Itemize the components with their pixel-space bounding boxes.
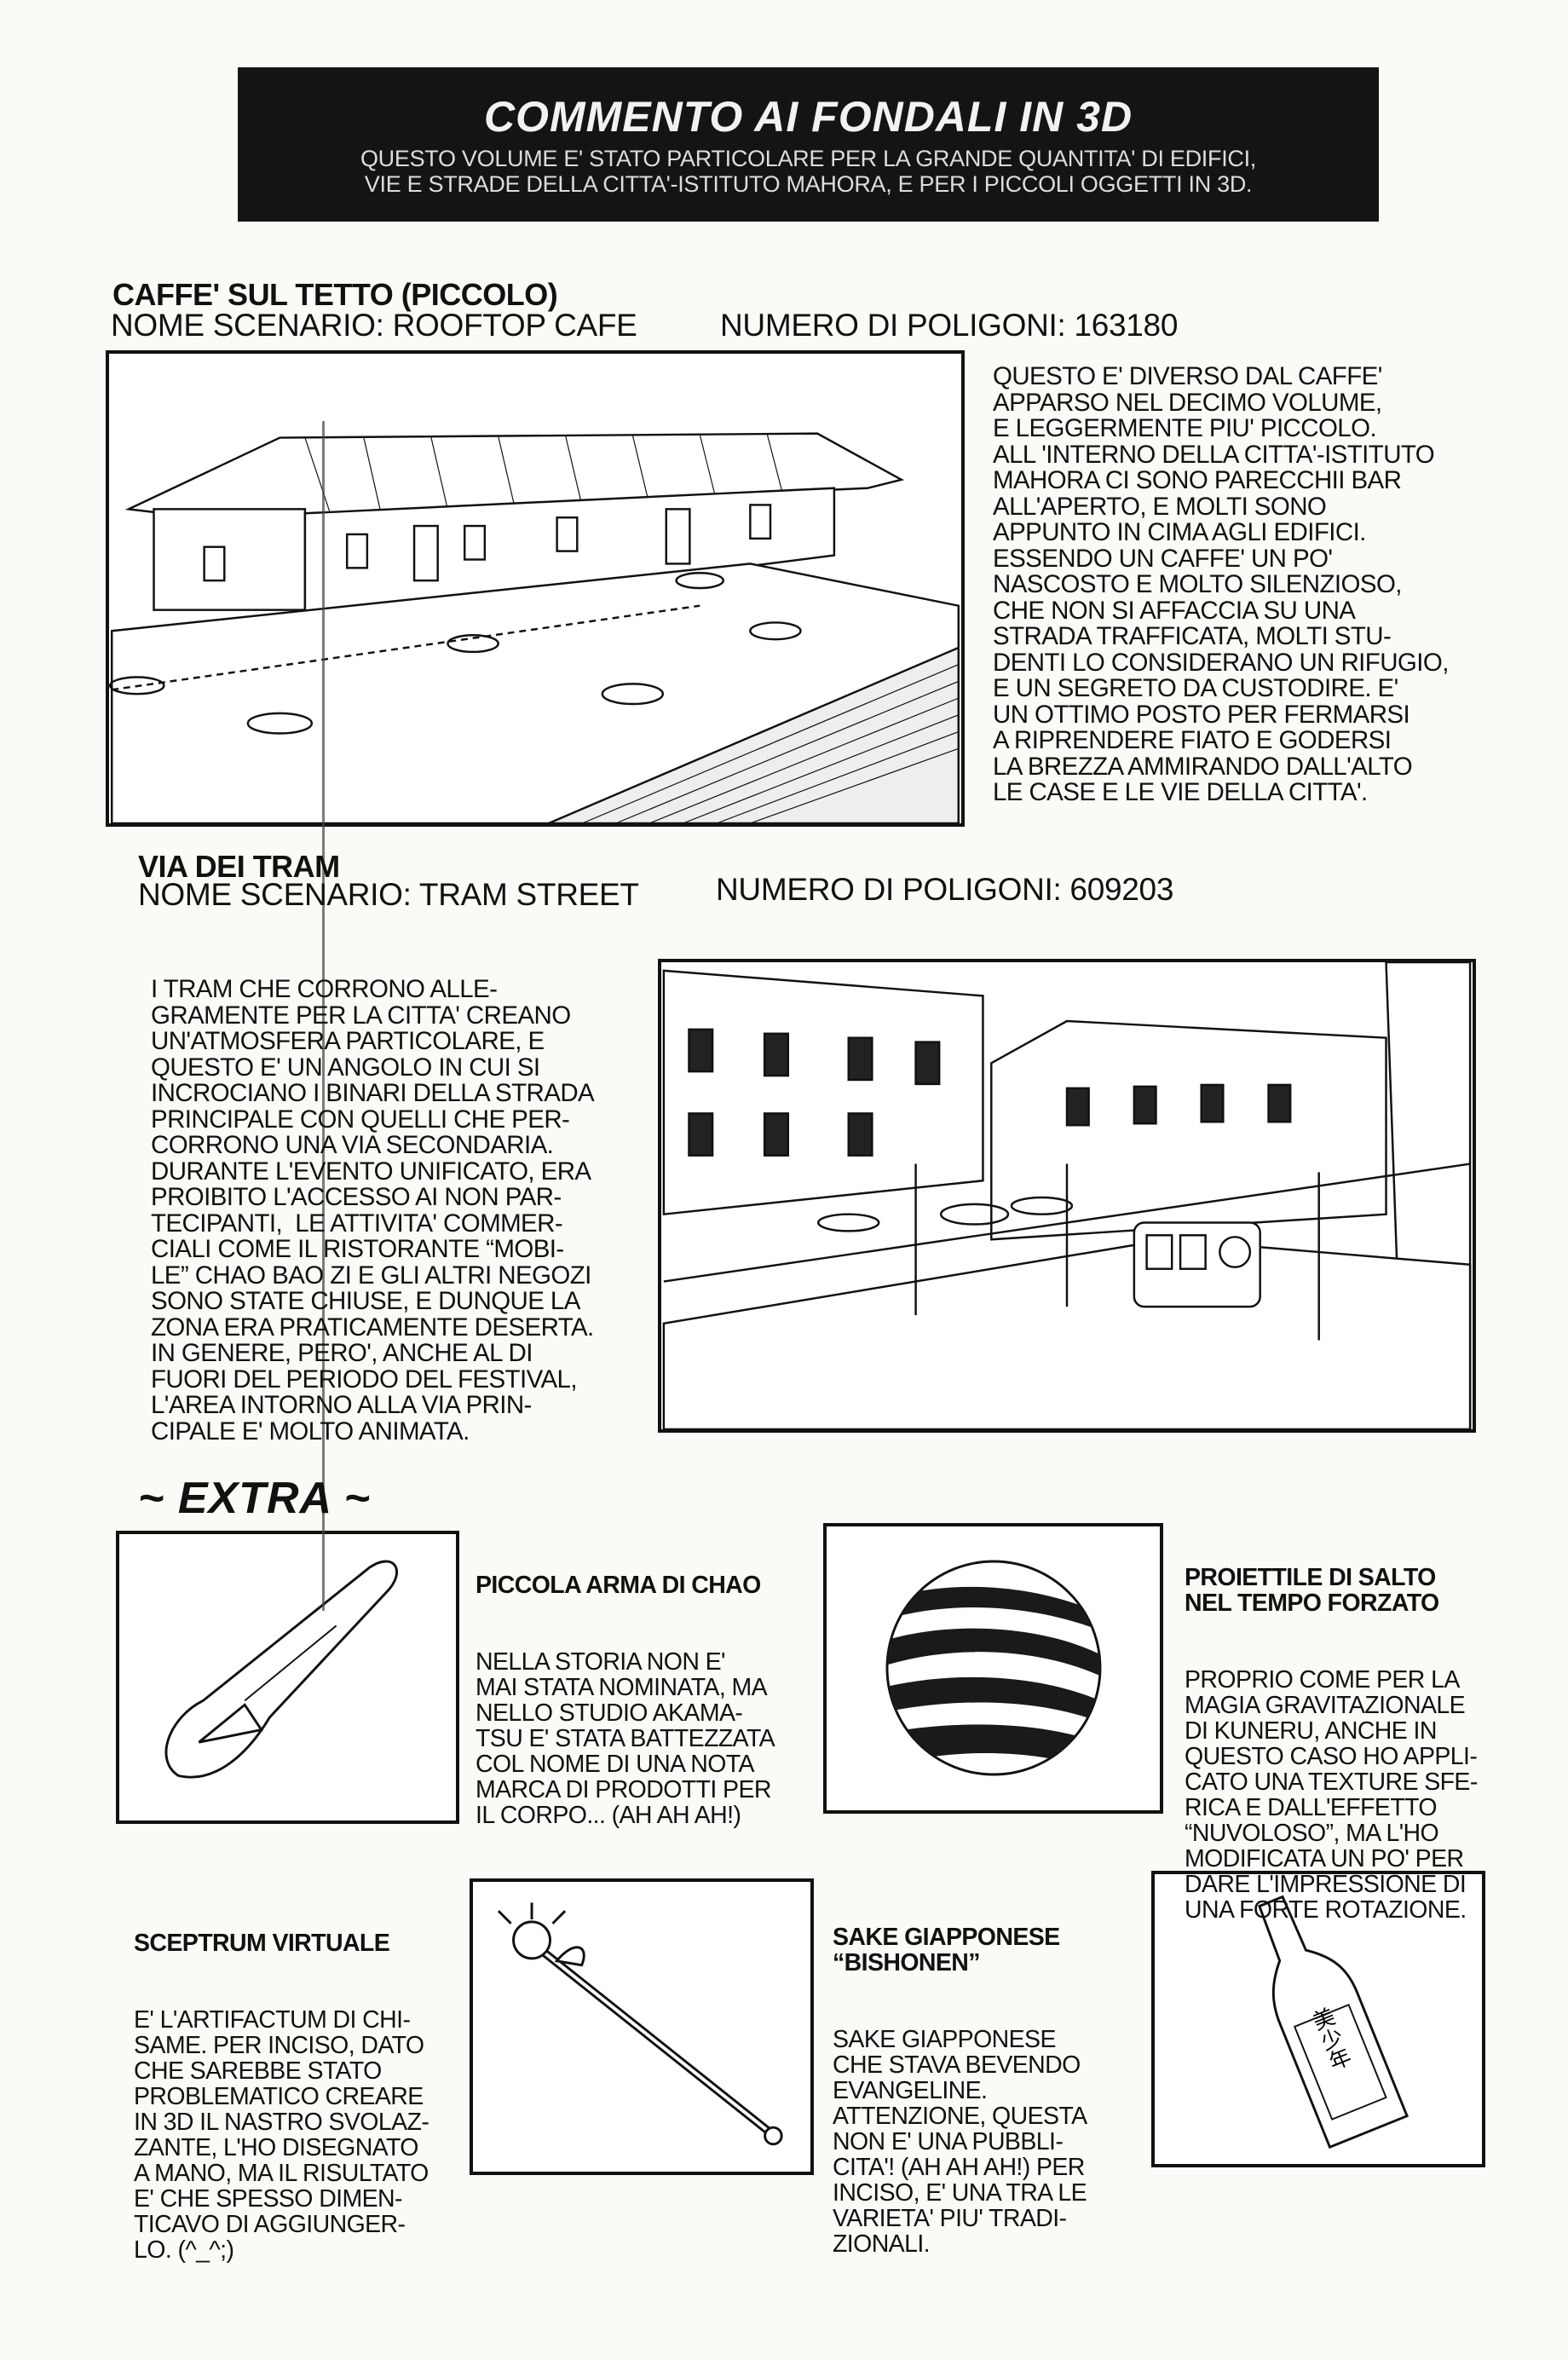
sceptre-drawing (497, 1902, 783, 2146)
scan-artifact-line (322, 421, 325, 1611)
virtual-sceptre-illustration (470, 1878, 814, 2175)
sake-bottle-drawing: 美少年 (1258, 1895, 1409, 2149)
striped-sphere-drawing (885, 1560, 1102, 1776)
intro-text: QUESTO VOLUME E' STATO PARTICOLARE PER L… (238, 146, 1379, 197)
tram-street-drawing (662, 962, 1472, 1429)
extra-item: SCEPTRUM VIRTUALE E' L'ARTIFACTUM DI CHI… (134, 1879, 429, 2288)
extra-item-title: SCEPTRUM VIRTUALE (134, 1930, 390, 1957)
extra-item: SAKE GIAPPONESE “BISHONEN” SAKE GIAPPONE… (833, 1873, 1087, 2282)
rooftop-cafe-illustration (106, 350, 965, 827)
scenario-name: NOME SCENARIO: ROOFTOP CAFE (111, 308, 637, 343)
section-description: I TRAM CHE CORRONO ALLE- GRAMENTE PER LA… (151, 975, 595, 1445)
extra-item-text: PROPRIO COME PER LA MAGIA GRAVITAZIONALE… (1185, 1666, 1478, 1924)
section-description: QUESTO E' DIVERSO DAL CAFFE' APPARSO NEL… (993, 362, 1449, 806)
extra-item: PICCOLA ARMA DI CHAO NELLA STORIA NON E'… (476, 1521, 775, 1854)
extra-item-text: E' L'ARTIFACTUM DI CHI- SAME. PER INCISO… (134, 2006, 429, 2264)
polygon-count: NUMERO DI POLIGONI: 609203 (716, 872, 1174, 907)
scenario-name: NOME SCENARIO: TRAM STREET (138, 877, 639, 912)
extra-item: PROIETTILE DI SALTO NEL TEMPO FORZATO PR… (1185, 1514, 1478, 1948)
page-header-banner: COMMENTO AI FONDALI IN 3D QUESTO VOLUME … (238, 67, 1379, 222)
extra-heading: ~ EXTRA ~ (138, 1474, 371, 1523)
time-jump-bullet-illustration (823, 1523, 1163, 1814)
extra-item-text: SAKE GIAPPONESE CHE STAVA BEVENDO EVANGE… (833, 2026, 1087, 2258)
section-title: CAFFE' SUL TETTO (PICCOLO) (112, 277, 558, 312)
chao-weapon-illustration (116, 1531, 459, 1824)
extra-item-title: PROIETTILE DI SALTO NEL TEMPO FORZATO (1185, 1564, 1439, 1617)
extra-item-text: NELLA STORIA NON E' MAI STATA NOMINATA, … (476, 1648, 775, 1829)
polygon-count: NUMERO DI POLIGONI: 163180 (720, 308, 1179, 343)
intro-line: QUESTO VOLUME E' STATO PARTICOLARE PER L… (360, 146, 1256, 171)
rooftop-cafe-drawing (109, 432, 960, 823)
sake-bottle-illustration: 美少年 (1151, 1871, 1485, 2167)
extra-item-title: SAKE GIAPPONESE “BISHONEN” (833, 1924, 1060, 1976)
section-title: VIA DEI TRAM (138, 849, 340, 884)
chao-weapon-drawing (164, 1560, 398, 1779)
intro-line: VIE E STRADE DELLA CITTA'-ISTITUTO MAHOR… (364, 171, 1253, 197)
extra-item-title: PICCOLA ARMA DI CHAO (476, 1572, 761, 1599)
tram-street-illustration (658, 959, 1476, 1433)
page-title: COMMENTO AI FONDALI IN 3D (483, 93, 1133, 141)
